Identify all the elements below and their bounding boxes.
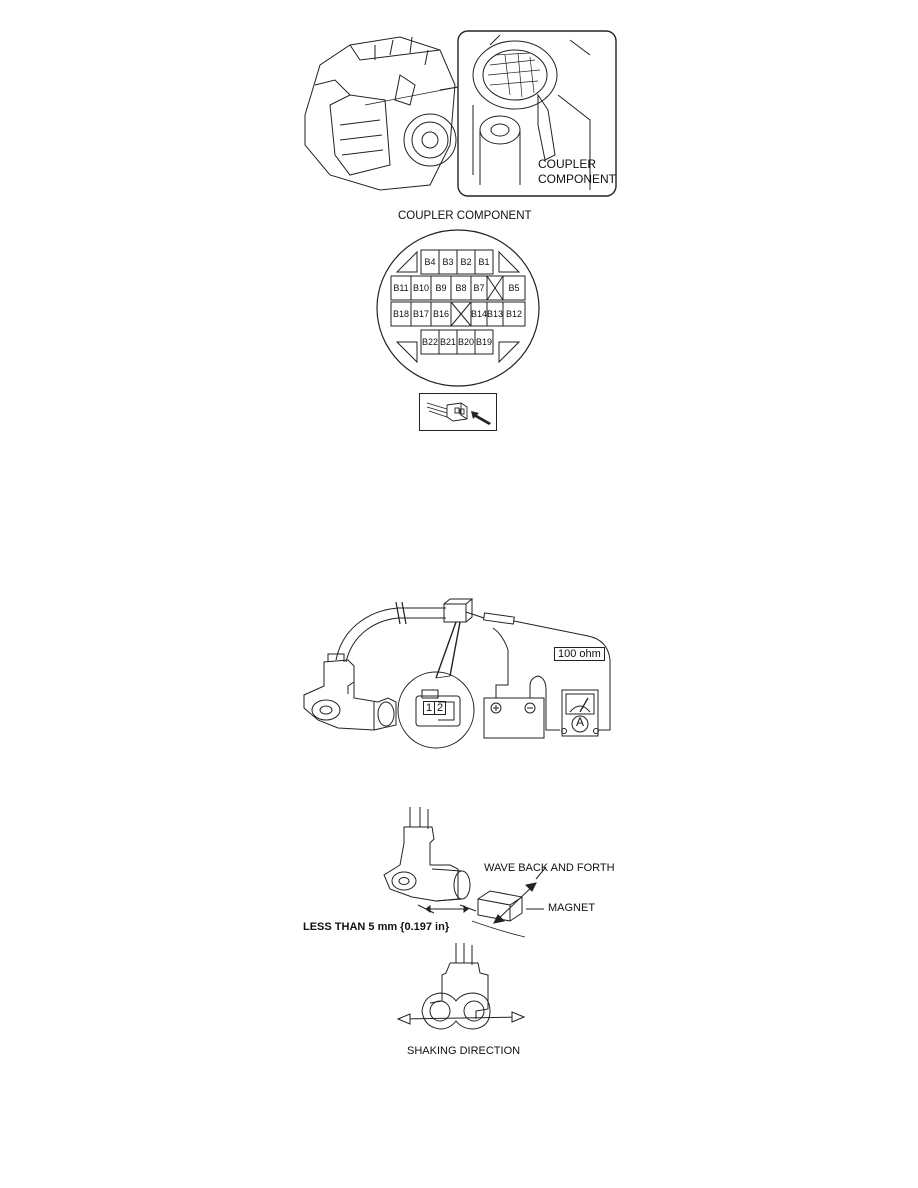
pin-b22: B22 bbox=[421, 337, 438, 347]
pin-b14: B14 bbox=[471, 309, 488, 319]
pin-b19: B19 bbox=[475, 337, 492, 347]
resistor-label: 100 ohm bbox=[554, 647, 605, 661]
pin-b2: B2 bbox=[460, 257, 472, 267]
shaking-label: SHAKING DIRECTION bbox=[407, 1045, 521, 1057]
transaxle-illustration bbox=[304, 30, 617, 197]
wave-label: WAVE BACK AND FORTH bbox=[484, 862, 615, 874]
pin-b5: B5 bbox=[508, 283, 520, 293]
pin-b7: B7 bbox=[473, 283, 485, 293]
magnet-test-illustration bbox=[383, 807, 547, 1030]
distance-label: LESS THAN 5 mm {0.197 in} bbox=[303, 921, 450, 933]
inset-label-component: COMPONENT bbox=[538, 172, 616, 186]
pin-b21: B21 bbox=[439, 337, 456, 347]
connector-pin-2: 2 bbox=[434, 701, 446, 715]
pin-b1: B1 bbox=[478, 257, 490, 267]
pin-b18: B18 bbox=[392, 309, 409, 319]
transaxle-figure: COUPLER COMPONENT bbox=[290, 25, 620, 200]
coupler-outline bbox=[376, 229, 540, 387]
pin-b20: B20 bbox=[457, 337, 474, 347]
pin-b8: B8 bbox=[455, 283, 467, 293]
connector-view-icon bbox=[419, 393, 497, 431]
magnet-label: MAGNET bbox=[548, 902, 596, 914]
coupler-pinout: B4 B3 B2 B1 B11 B10 B9 B8 B7 B5 B18 B17 … bbox=[375, 228, 541, 388]
pin-b10: B10 bbox=[412, 283, 429, 293]
pin-b3: B3 bbox=[442, 257, 454, 267]
magnet-test-figure: WAVE BACK AND FORTH MAGNET LESS THAN 5 m… bbox=[300, 805, 618, 1065]
pin-b17: B17 bbox=[412, 309, 429, 319]
coupler-title: COUPLER COMPONENT bbox=[398, 210, 532, 222]
inset-label-coupler: COUPLER bbox=[538, 157, 597, 171]
sensor-circuit-figure: 100 ohm 1 2 A bbox=[298, 590, 620, 756]
pin-b16: B16 bbox=[432, 309, 449, 319]
pin-b11: B11 bbox=[393, 283, 409, 293]
ammeter-label: A bbox=[576, 715, 585, 729]
pin-b13: B13 bbox=[487, 309, 504, 319]
pin-b12: B12 bbox=[505, 309, 522, 319]
pin-b4: B4 bbox=[424, 257, 436, 267]
sensor-circuit-illustration bbox=[303, 598, 611, 749]
pin-b9: B9 bbox=[435, 283, 447, 293]
